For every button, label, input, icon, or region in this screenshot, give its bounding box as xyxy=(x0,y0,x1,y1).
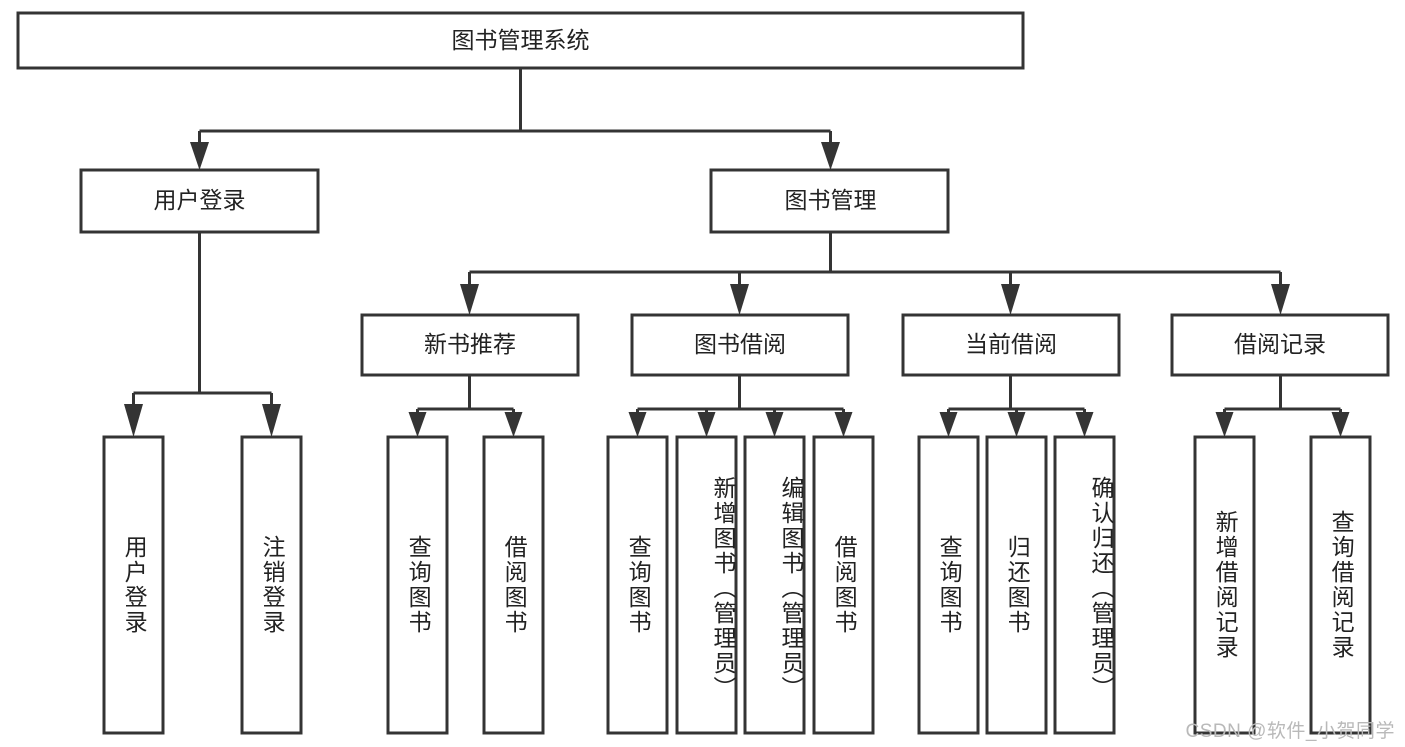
node-leaf-borrow-book-2-box[interactable] xyxy=(812,435,875,735)
node-leaf-query-book-2-box[interactable] xyxy=(606,435,669,735)
node-leaf-add-record-box[interactable] xyxy=(1193,435,1256,735)
arrow-leaf-query-book-1 xyxy=(408,412,427,437)
node-leaf-return-book-box[interactable] xyxy=(985,435,1048,735)
csdn-watermark: CSDN @软件_小贺同学 xyxy=(1185,721,1395,742)
connector-layer xyxy=(124,68,1350,437)
node-book-manage[interactable]: 图书管理 xyxy=(709,168,950,234)
node-current-borrow-box[interactable] xyxy=(901,313,1121,377)
node-user-login-box[interactable] xyxy=(79,168,320,234)
arrow-leaf-borrow-book-1 xyxy=(504,412,523,437)
node-leaf-query-book-3-box[interactable] xyxy=(917,435,980,735)
node-leaf-add-book-box[interactable] xyxy=(675,435,738,735)
arrow-leaf-user-login xyxy=(124,404,143,437)
arrow-leaf-return-book xyxy=(1007,412,1026,437)
arrow-leaf-edit-book xyxy=(765,412,784,437)
node-leaf-logout-box[interactable] xyxy=(240,435,303,735)
node-book-borrow[interactable]: 图书借阅 xyxy=(630,313,850,377)
node-user-login[interactable]: 用户登录 xyxy=(79,168,320,234)
node-new-book-rec-box[interactable] xyxy=(360,313,580,377)
node-book-borrow-label: 图书借阅 xyxy=(694,331,786,357)
node-borrow-record-box[interactable] xyxy=(1170,313,1390,377)
node-current-borrow-label: 当前借阅 xyxy=(965,331,1057,357)
arrow-leaf-query-book-3 xyxy=(939,412,958,437)
arrow-leaf-confirm-return xyxy=(1075,412,1094,437)
arrow-to-new-book-rec xyxy=(460,284,479,315)
node-borrow-record-label: 借阅记录 xyxy=(1234,331,1326,357)
node-leaf-query-book-1-box[interactable] xyxy=(386,435,449,735)
arrow-leaf-query-record xyxy=(1331,412,1350,437)
arrow-leaf-add-record xyxy=(1215,412,1234,437)
arrow-leaf-borrow-book-2 xyxy=(834,412,853,437)
arrow-leaf-add-book xyxy=(697,412,716,437)
arrow-leaf-logout xyxy=(262,404,281,437)
node-new-book-rec-label: 新书推荐 xyxy=(424,331,516,357)
arrow-to-borrow-record xyxy=(1271,284,1290,315)
arrow-to-current-borrow xyxy=(1001,284,1020,315)
node-new-book-rec[interactable]: 新书推荐 xyxy=(360,313,580,377)
node-book-manage-box[interactable] xyxy=(709,168,950,234)
node-root-box[interactable] xyxy=(16,11,1025,70)
node-root-label: 图书管理系统 xyxy=(452,27,590,53)
arrow-to-user-login xyxy=(190,142,209,170)
leaf-boxes-layer xyxy=(102,435,1372,735)
node-leaf-confirm-return-box[interactable] xyxy=(1053,435,1116,735)
node-book-manage-label: 图书管理 xyxy=(785,187,877,213)
node-user-login-label: 用户登录 xyxy=(154,187,246,213)
node-book-borrow-box[interactable] xyxy=(630,313,850,377)
node-borrow-record[interactable]: 借阅记录 xyxy=(1170,313,1390,377)
node-current-borrow[interactable]: 当前借阅 xyxy=(901,313,1121,377)
node-leaf-query-record-box[interactable] xyxy=(1309,435,1372,735)
node-leaf-edit-book-box[interactable] xyxy=(743,435,806,735)
node-root[interactable]: 图书管理系统 xyxy=(16,11,1025,70)
node-leaf-borrow-book-1-box[interactable] xyxy=(482,435,545,735)
arrow-to-book-manage xyxy=(821,142,840,170)
node-leaf-user-login-box[interactable] xyxy=(102,435,165,735)
arrow-leaf-query-book-2 xyxy=(628,412,647,437)
arrow-to-book-borrow xyxy=(730,284,749,315)
